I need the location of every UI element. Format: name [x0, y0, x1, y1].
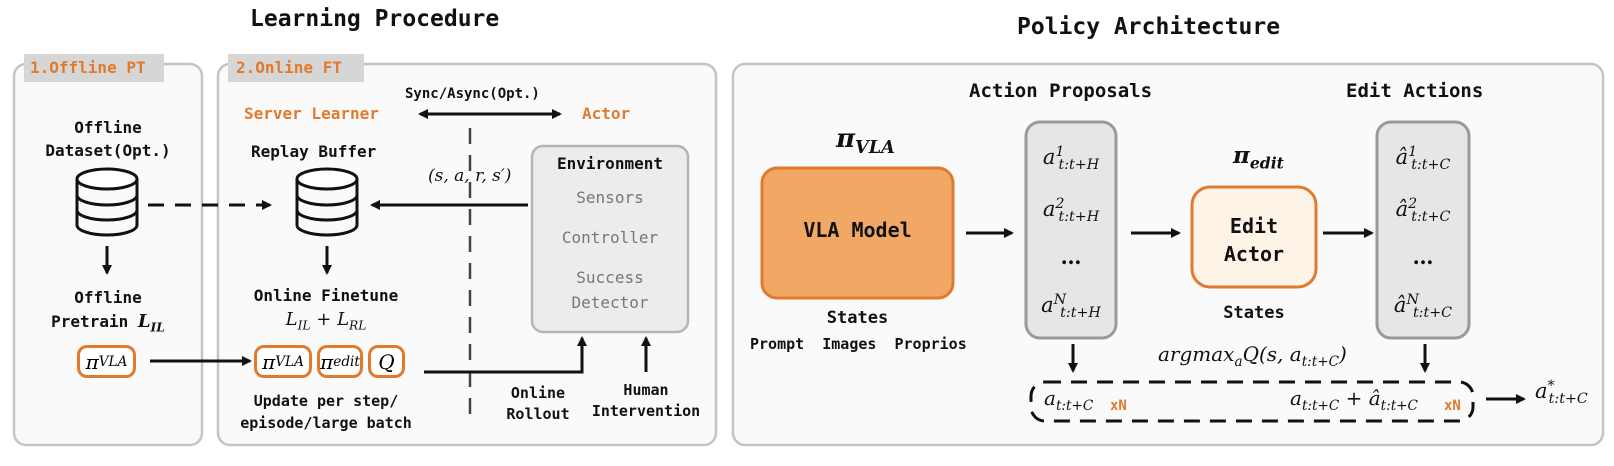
transition-tuple: (s, a, r, s′)	[428, 166, 512, 186]
policy-architecture-title: Policy Architecture	[1017, 14, 1281, 40]
replay-buffer-label: Replay Buffer	[251, 142, 377, 161]
policy-inputs-label: Prompt Images Proprios	[750, 335, 967, 353]
argmax-q-label: argmaxaQ(s, at:t+C)	[1158, 342, 1347, 370]
online-rollout-arrow	[424, 336, 587, 374]
offline-pt-label: 1.Offline PT	[30, 58, 146, 77]
edit-action-item: âNt:t+C	[1393, 292, 1453, 322]
learning-procedure-title: Learning Procedure	[250, 6, 500, 32]
env-controller: Controller	[561, 228, 659, 247]
online-finetune-label: Online Finetune LIL + LRL	[253, 286, 399, 333]
proposal-item: a2t:t+H	[1042, 196, 1100, 226]
candidate-set-box	[1029, 380, 1475, 423]
server-learner-label: Server Learner	[244, 104, 379, 123]
action-proposals-box	[1024, 120, 1118, 340]
sync-async-label: Sync/Async(Opt.)	[405, 86, 540, 102]
candidate-edited: at:t+C + ât:t+C	[1290, 386, 1418, 414]
online-ft-label: 2.Online FT	[236, 58, 342, 77]
env-success: Success	[576, 268, 644, 287]
environment-title: Environment	[557, 154, 663, 173]
online-q-chip: Q	[368, 345, 405, 378]
proposal-item: a1t:t+H	[1042, 144, 1100, 174]
xn-right-badge: xN	[1444, 398, 1461, 414]
proposal-item: aNt:t+H	[1041, 292, 1101, 322]
offline-pt-tab	[24, 54, 164, 82]
offline-pretrain-label: Offline Pretrain LIL	[51, 288, 165, 335]
online-ft-tab	[228, 54, 364, 82]
replay-buffer-icon	[295, 167, 359, 237]
env-detector: Detector	[571, 293, 649, 312]
edit-action-item: â2t:t+C	[1395, 196, 1451, 226]
candidate-proposal: at:t+C	[1044, 386, 1094, 414]
env-sensors: Sensors	[576, 188, 644, 207]
environment-box	[530, 144, 690, 334]
edit-action-item: â1t:t+C	[1395, 144, 1451, 174]
update-schedule-label: Update per step/episode/large batch	[240, 392, 412, 432]
pi-edit-label: πedit	[1233, 142, 1284, 173]
edit-action-ellipsis: …	[1412, 244, 1434, 269]
xn-left-badge: xN	[1110, 398, 1127, 414]
vla-model-box	[760, 166, 955, 300]
edit-actor-box	[1190, 185, 1318, 289]
proposal-ellipsis: …	[1060, 244, 1082, 269]
states-right-label: States	[1223, 303, 1285, 323]
offline-dataset-icon	[75, 167, 139, 237]
edit-actions-title: Edit Actions	[1346, 80, 1484, 102]
actor-label: Actor	[582, 104, 631, 123]
pi-vla-label: πVLA	[836, 124, 895, 159]
action-proposals-title: Action Proposals	[969, 80, 1153, 102]
states-left-label: States	[826, 308, 889, 328]
optimal-action-label: a*t:t+C	[1535, 378, 1588, 408]
vla-model-label: VLA Model	[803, 218, 912, 242]
edit-actions-box	[1375, 120, 1471, 340]
